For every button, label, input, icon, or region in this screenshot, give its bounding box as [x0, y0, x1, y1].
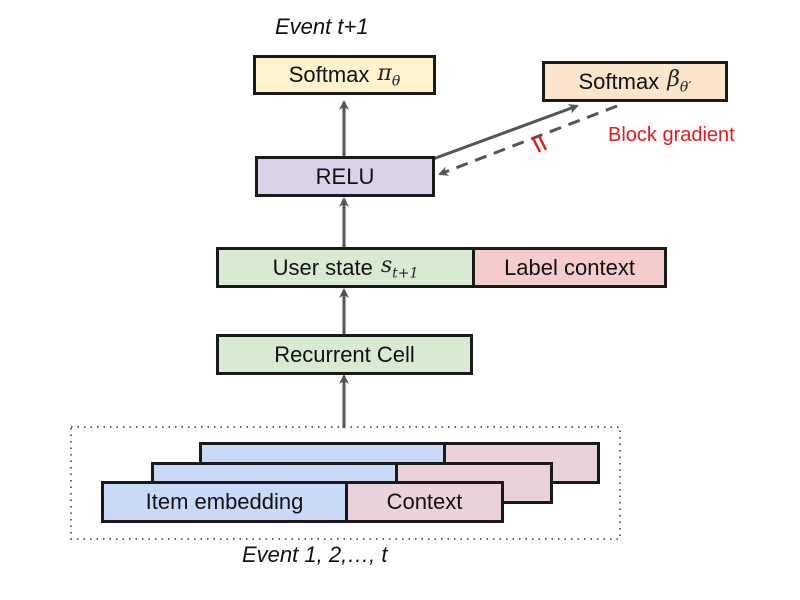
caption-event-t-plus-1: Event t+1: [275, 14, 369, 39]
softmax-pi-node: Softmax πθ: [253, 55, 436, 95]
softmax-pi-symbol: πθ: [377, 60, 401, 90]
block-gradient-mark-1: [531, 137, 542, 153]
arrow-relu-to-softmax-beta: [432, 104, 579, 161]
label-context-label: Label context: [504, 254, 635, 280]
user-state-node: User state st+1: [216, 247, 475, 288]
user-state-label: User state: [272, 254, 373, 280]
relu-node: RELU: [255, 156, 435, 197]
item-embedding-layer-1: Item embedding: [101, 481, 348, 523]
arrow-softmax-beta-to-relu: [438, 104, 618, 176]
softmax-pi-label: Softmax: [288, 62, 370, 87]
context-label: Context: [386, 489, 463, 514]
block-gradient-label: Block gradient: [608, 124, 735, 146]
block-gradient-mark-2: [537, 135, 548, 151]
relu-label: RELU: [315, 163, 375, 189]
softmax-beta-node: Softmax βθ′: [542, 61, 728, 102]
softmax-beta-label: Softmax: [578, 68, 660, 94]
item-embedding-label: Item embedding: [145, 489, 304, 514]
recurrent-cell-node: Recurrent Cell: [216, 334, 473, 375]
context-layer-1: Context: [345, 481, 504, 523]
softmax-beta-symbol: βθ′: [667, 67, 692, 96]
label-context-node: Label context: [472, 247, 667, 288]
caption-events-1-to-t: Event 1, 2,…, t: [242, 542, 388, 567]
recurrent-cell-label: Recurrent Cell: [274, 341, 415, 367]
user-state-symbol: st+1: [380, 253, 419, 282]
